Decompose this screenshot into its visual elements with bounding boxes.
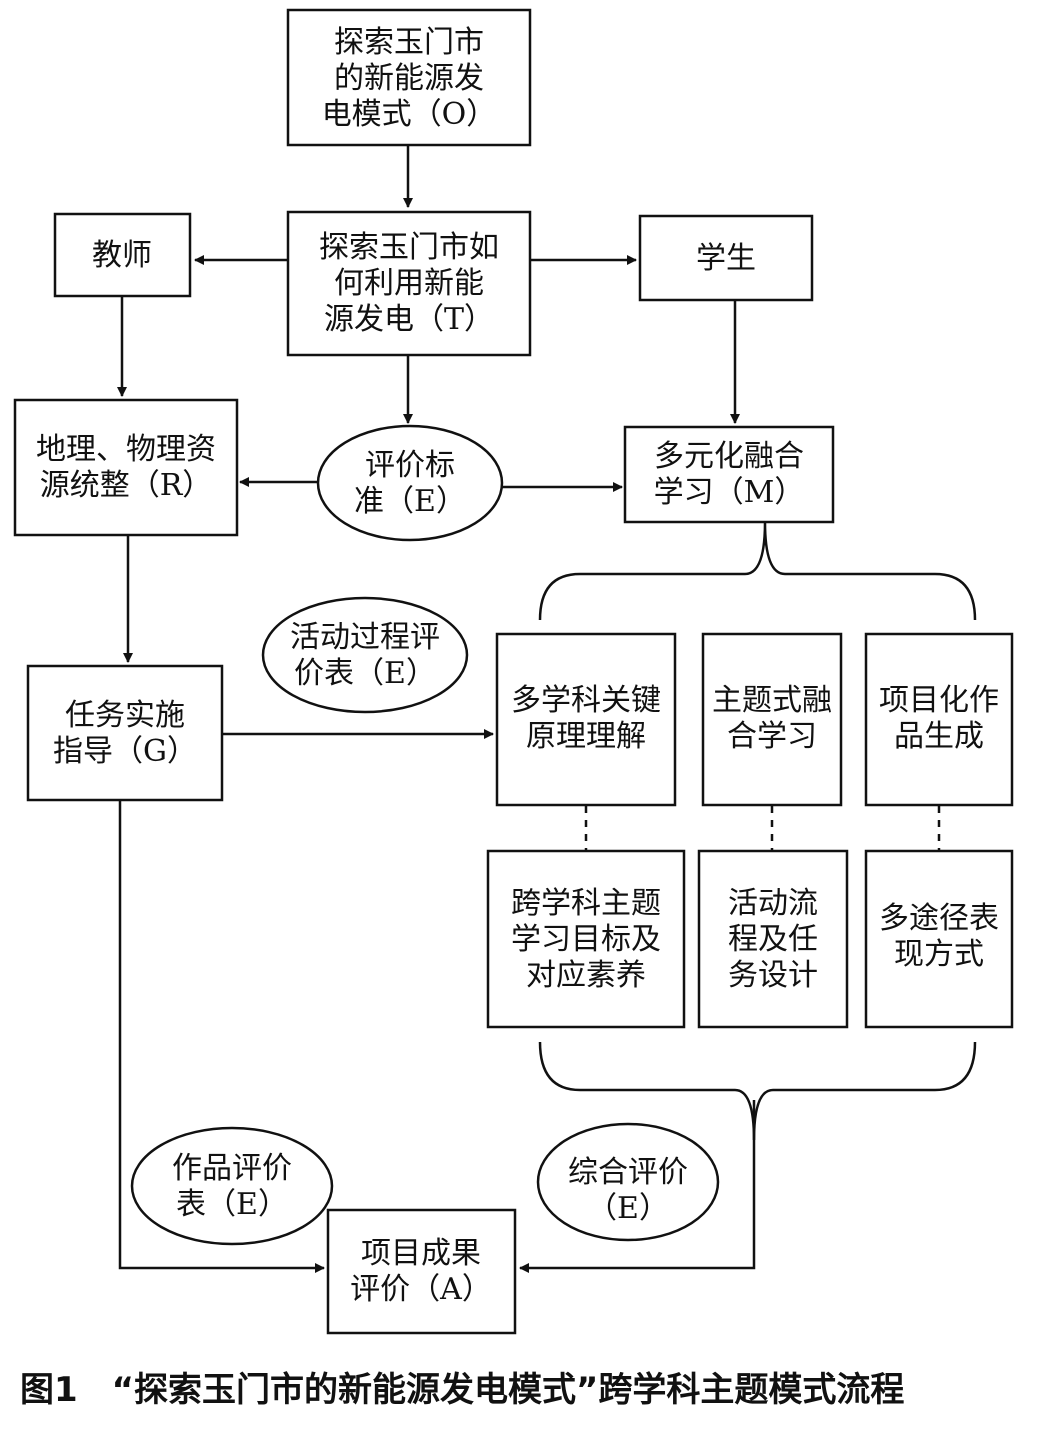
shapes bbox=[13, 8, 1014, 1335]
label-line: 何利用新能 bbox=[334, 266, 484, 301]
label-line: 项目成果 bbox=[361, 1236, 481, 1271]
label-task-guide: 任务实施指导（G） bbox=[53, 698, 197, 769]
label-line: 现方式 bbox=[894, 937, 984, 972]
arrow-brace-to-outcome bbox=[519, 1100, 756, 1273]
label-line: 任务实施 bbox=[65, 698, 185, 733]
label-line: 学习目标及 bbox=[511, 922, 661, 957]
label-line: 价表（E） bbox=[294, 656, 436, 691]
label-explore-how: 探索玉门市如何利用新能源发电（T） bbox=[319, 230, 499, 337]
node-resources bbox=[13, 398, 239, 537]
label-line: 多学科关键 bbox=[511, 683, 661, 718]
node-project-works bbox=[864, 632, 1014, 807]
label-line: 活动过程评 bbox=[290, 620, 440, 655]
label-line: 的新能源发 bbox=[334, 61, 484, 96]
node-multi-learning bbox=[623, 425, 835, 524]
node-key-principles bbox=[495, 632, 677, 807]
label-line: 主题式融 bbox=[712, 683, 832, 718]
node-explore-model bbox=[286, 8, 532, 147]
label-activity-flow: 活动流程及任务设计 bbox=[728, 886, 818, 993]
node-activity-flow bbox=[697, 849, 849, 1029]
label-line: 学习（M） bbox=[654, 475, 805, 510]
node-outcome-eval bbox=[326, 1208, 517, 1335]
label-work-eval: 作品评价表（E） bbox=[172, 1151, 292, 1222]
node-comprehensive bbox=[536, 1122, 720, 1242]
label-line: 准（E） bbox=[354, 484, 466, 519]
label-line: 跨学科主题 bbox=[511, 886, 661, 921]
label-line: 学生 bbox=[696, 241, 756, 276]
label-multi-learning: 多元化融合学习（M） bbox=[654, 439, 805, 510]
label-teacher: 教师 bbox=[92, 238, 152, 273]
label-line: 地理、物理资 bbox=[36, 432, 216, 467]
label-line: 电模式（O） bbox=[322, 97, 497, 132]
arrow-task-to-outcome bbox=[118, 800, 325, 1273]
label-expression: 多途径表现方式 bbox=[879, 901, 999, 972]
bottom-brace bbox=[538, 1041, 977, 1141]
label-comprehensive: 综合评价（E） bbox=[568, 1155, 688, 1226]
label-line: （E） bbox=[587, 1191, 669, 1226]
node-teacher bbox=[53, 212, 192, 298]
label-line: 表（E） bbox=[176, 1187, 288, 1222]
label-line: 活动流 bbox=[728, 886, 818, 921]
label-line: 源发电（T） bbox=[324, 302, 494, 337]
label-line: 源统整（R） bbox=[40, 468, 213, 503]
label-explore-model: 探索玉门市的新能源发电模式（O） bbox=[322, 25, 497, 132]
node-work-eval bbox=[130, 1126, 334, 1246]
node-theme-learning bbox=[701, 632, 843, 807]
label-resources: 地理、物理资源统整（R） bbox=[36, 432, 216, 503]
label-line: 教师 bbox=[92, 238, 152, 273]
node-task-guide bbox=[26, 664, 224, 802]
label-line: 合学习 bbox=[727, 719, 817, 754]
label-process-eval: 活动过程评价表（E） bbox=[290, 620, 440, 691]
label-goals: 跨学科主题学习目标及对应素养 bbox=[511, 886, 661, 993]
label-line: 综合评价 bbox=[568, 1155, 688, 1190]
label-line: 项目化作 bbox=[879, 683, 999, 718]
node-goals bbox=[486, 849, 686, 1029]
node-explore-how bbox=[286, 210, 532, 357]
label-line: 评价（A） bbox=[350, 1272, 492, 1307]
label-line: 评价标 bbox=[365, 448, 455, 483]
figure-caption: 图1 “探索玉门市的新能源发电模式”跨学科主题模式流程 bbox=[20, 1370, 905, 1410]
top-brace bbox=[538, 521, 977, 621]
label-line: 探索玉门市如 bbox=[319, 230, 499, 265]
label-line: 多途径表 bbox=[879, 901, 999, 936]
label-theme-learning: 主题式融合学习 bbox=[712, 683, 832, 754]
label-line: 程及任 bbox=[728, 922, 818, 957]
label-line: 原理理解 bbox=[526, 719, 646, 754]
node-student bbox=[638, 214, 814, 302]
label-project-works: 项目化作品生成 bbox=[879, 683, 999, 754]
label-line: 多元化融合 bbox=[654, 439, 804, 474]
label-line: 探索玉门市 bbox=[334, 25, 484, 60]
node-process-eval bbox=[261, 596, 469, 714]
label-outcome-eval: 项目成果评价（A） bbox=[350, 1236, 492, 1307]
label-criteria: 评价标准（E） bbox=[354, 448, 466, 519]
label-line: 指导（G） bbox=[53, 734, 197, 769]
label-line: 作品评价 bbox=[172, 1151, 292, 1186]
label-line: 务设计 bbox=[728, 958, 818, 993]
label-line: 对应素养 bbox=[526, 958, 646, 993]
flowchart: 探索玉门市的新能源发电模式（O） 探索玉门市如何利用新能源发电（T） 教师 学生… bbox=[13, 8, 1014, 1335]
labels: 探索玉门市的新能源发电模式（O） 探索玉门市如何利用新能源发电（T） 教师 学生… bbox=[36, 25, 999, 1307]
label-key-principles: 多学科关键原理理解 bbox=[511, 683, 661, 754]
node-criteria bbox=[316, 424, 504, 542]
label-student: 学生 bbox=[696, 241, 756, 276]
node-expression bbox=[864, 849, 1014, 1029]
label-line: 品生成 bbox=[894, 719, 984, 754]
